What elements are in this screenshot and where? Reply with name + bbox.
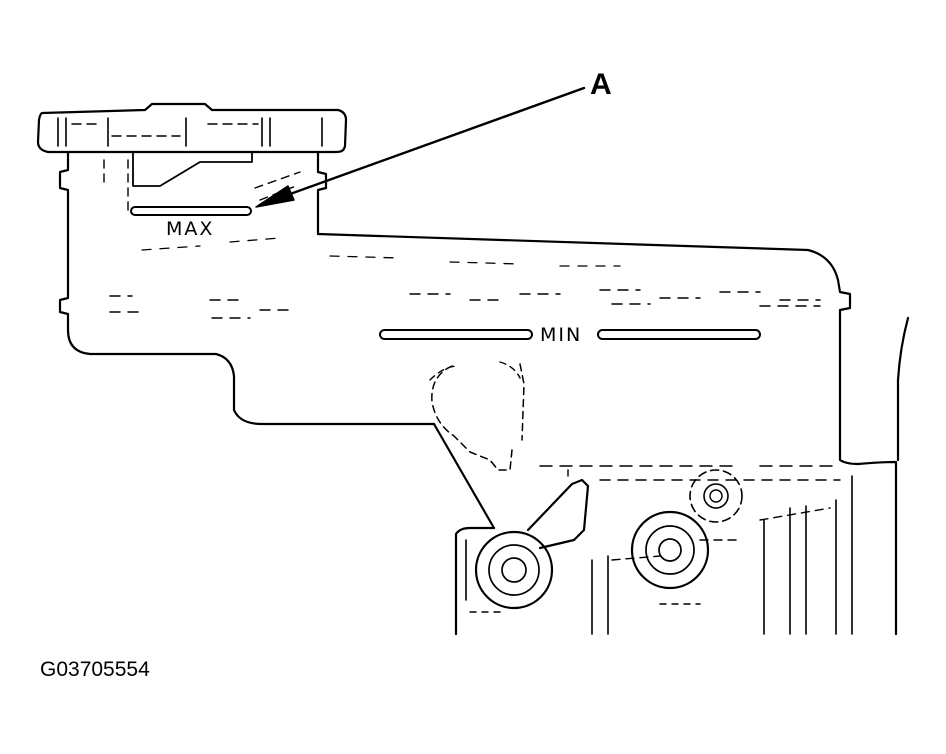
filler-neck: [58, 151, 328, 332]
max-level-label: MAX: [164, 218, 217, 240]
reservoir-body: [66, 232, 860, 466]
outlet-spout: [429, 361, 525, 530]
port-center: [630, 510, 710, 590]
min-level-label: MIN: [538, 324, 585, 346]
callout-label-a: A: [590, 68, 612, 101]
port-rear: [689, 469, 743, 523]
reservoir-cap: [36, 102, 348, 187]
min-level-mark-right: [597, 329, 761, 340]
min-level-mark-left: [379, 329, 533, 340]
callout-arrow: [255, 86, 586, 208]
figure-id: G03705554: [40, 658, 150, 681]
port-left: [474, 530, 554, 610]
max-level-mark: [130, 206, 252, 216]
